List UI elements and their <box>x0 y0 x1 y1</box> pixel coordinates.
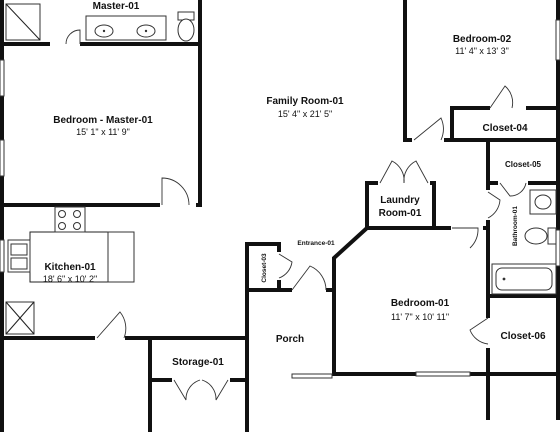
dims-kitchen: 18' 6" x 10' 2" <box>43 274 97 284</box>
label-family-room: Family Room-01 <box>266 96 344 107</box>
doors <box>65 29 527 401</box>
windows <box>0 19 560 379</box>
label-laundry-1: Laundry <box>380 195 420 206</box>
master-bath-fixtures <box>5 3 195 42</box>
label-closet-05: Closet-05 <box>505 160 542 169</box>
dims-bedroom-01: 11' 7" x 10' 11" <box>391 312 449 322</box>
label-porch: Porch <box>276 334 304 345</box>
dims-bedroom-master: 15' 1" x 11' 9" <box>76 127 130 137</box>
openings <box>50 42 528 383</box>
kitchen-fixtures <box>5 206 135 335</box>
room-labels: Master-01 Bedroom - Master-01 15' 1" x 1… <box>43 1 546 368</box>
dims-family-room: 15' 4" x 21' 5" <box>278 109 332 119</box>
label-closet-03: Closet-03 <box>261 253 268 283</box>
label-laundry-2: Room-01 <box>379 208 422 219</box>
label-master-bath: Master-01 <box>93 1 140 12</box>
dims-bedroom-02: 11' 4" x 13' 3" <box>455 46 509 56</box>
bathroom-fixtures <box>491 189 557 295</box>
label-kitchen: Kitchen-01 <box>44 262 96 273</box>
label-bedroom-01: Bedroom-01 <box>391 298 450 309</box>
label-closet-04: Closet-04 <box>482 123 527 134</box>
label-bathroom-01: Bathroom-01 <box>512 206 519 246</box>
label-closet-06: Closet-06 <box>500 331 545 342</box>
label-storage: Storage-01 <box>172 357 224 368</box>
label-bedroom-02: Bedroom-02 <box>453 34 512 45</box>
label-entrance: Entrance-01 <box>297 240 335 247</box>
label-bedroom-master: Bedroom - Master-01 <box>53 115 153 126</box>
